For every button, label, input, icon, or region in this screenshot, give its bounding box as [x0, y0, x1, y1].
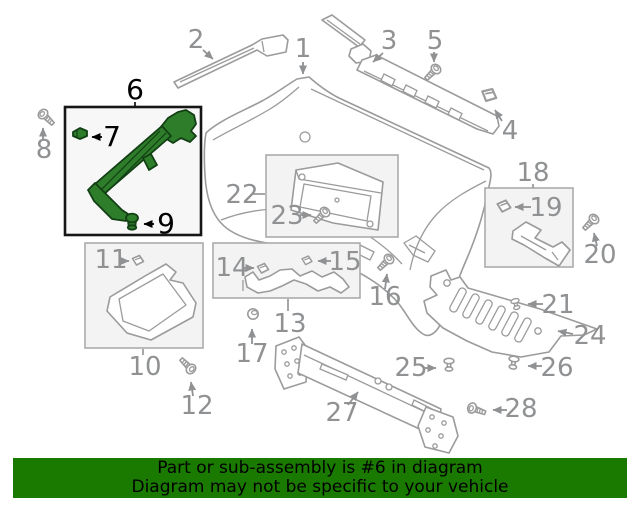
- part-label-25: 25: [394, 353, 427, 383]
- part-label-18: 18: [516, 158, 549, 188]
- part-label-7: 7: [103, 120, 121, 153]
- banner-line-1: Part or sub-assembly is #6 in diagram: [157, 457, 483, 478]
- part-label-24: 24: [573, 321, 606, 351]
- part-label-3: 3: [381, 26, 398, 56]
- part-label-2: 2: [188, 25, 205, 55]
- part-27-impact-bar: [274, 336, 459, 454]
- part-label-5: 5: [427, 26, 444, 56]
- part-24-valance-panel: [423, 269, 598, 358]
- part-label-1: 1: [295, 34, 312, 64]
- part-12-screw-icon: [176, 354, 199, 377]
- part-label-14: 14: [215, 253, 248, 283]
- part-17-grommet-icon: [247, 307, 260, 321]
- box-18-19: [484, 187, 574, 268]
- part-28-screw-icon: [465, 400, 488, 419]
- banner-line-2: Diagram may not be specific to your vehi…: [131, 477, 509, 497]
- part-label-16: 16: [368, 282, 401, 312]
- part-labels: 1 2 3 4 5 6 7 8 9 10 11 12 13 14 15 16 1…: [36, 25, 617, 428]
- part-label-4: 4: [502, 116, 519, 146]
- part-label-21: 21: [541, 290, 574, 320]
- part-3-bumper-bracket: [321, 14, 500, 135]
- part-9-rivet-icon: [125, 212, 139, 231]
- part-25-pin-icon: [443, 357, 455, 372]
- part-label-26: 26: [540, 353, 573, 383]
- part-label-28: 28: [504, 394, 537, 424]
- box-13-14-15: [212, 242, 361, 299]
- part-label-13: 13: [273, 309, 306, 339]
- part-label-27: 27: [325, 398, 358, 428]
- part-4-clip: [479, 86, 499, 104]
- part-label-9: 9: [157, 207, 175, 240]
- part-label-20: 20: [583, 240, 616, 270]
- box-10-11: [84, 242, 204, 349]
- part-label-22: 22: [225, 180, 258, 210]
- part-label-8: 8: [36, 135, 53, 165]
- part-label-12: 12: [180, 391, 213, 421]
- part-7-clip: [72, 127, 88, 140]
- part-label-15: 15: [328, 247, 361, 277]
- part-label-10: 10: [128, 352, 161, 382]
- part-20-screw-icon: [579, 211, 602, 234]
- part-label-19: 19: [529, 193, 562, 223]
- part-label-17: 17: [235, 339, 268, 369]
- part-6-highlighted-bracket: [87, 109, 197, 222]
- highlight-banner: Part or sub-assembly is #6 in diagram Di…: [13, 458, 627, 498]
- box-22-23: [265, 154, 399, 238]
- part-label-6: 6: [126, 73, 144, 106]
- part-2-upper-trim-strip: [173, 34, 289, 89]
- part-8-screw-icon: [35, 106, 58, 129]
- part-label-11: 11: [94, 245, 127, 275]
- part-label-23: 23: [270, 201, 303, 231]
- callout-arrows: [39, 49, 600, 414]
- part-26-pin-icon: [506, 354, 521, 371]
- highlight-box-part-6: [63, 105, 203, 237]
